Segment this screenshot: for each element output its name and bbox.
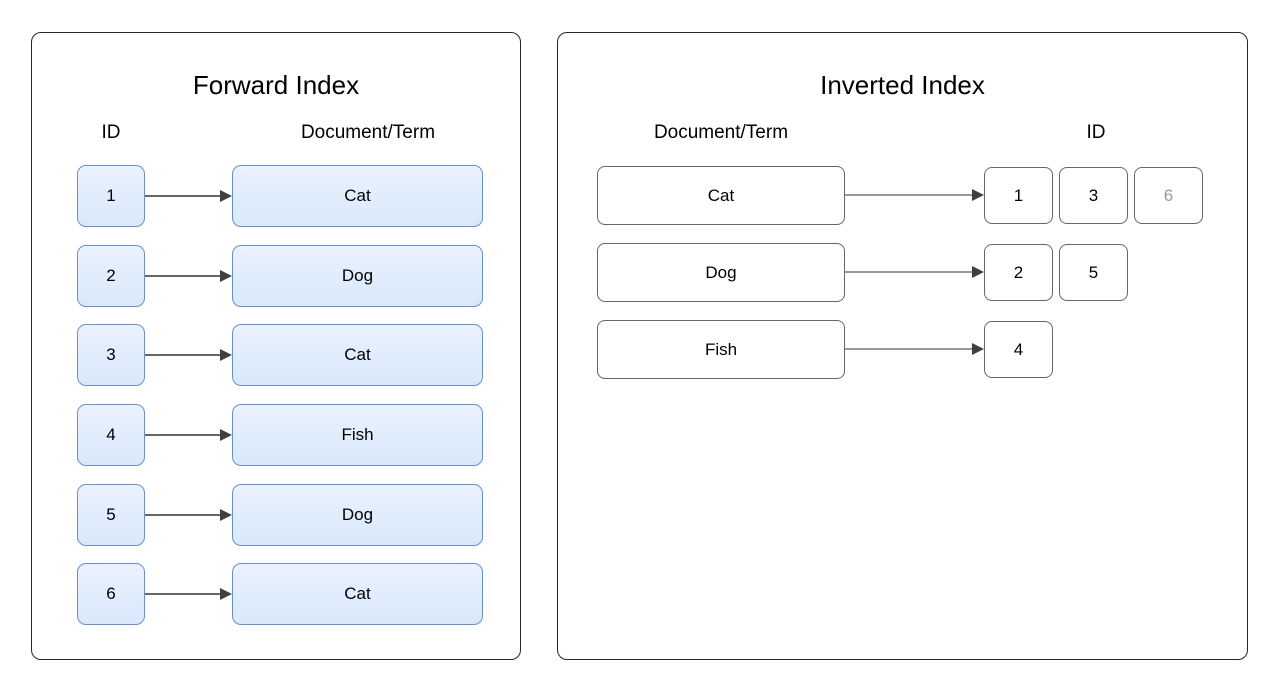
arrow-head-icon [220, 429, 232, 441]
arrow-line [145, 514, 221, 516]
arrow-head-icon [220, 509, 232, 521]
forward-row: 3 Cat [32, 324, 520, 386]
arrow-line [845, 271, 973, 273]
arrow-head-icon [972, 266, 984, 278]
arrow-head-icon [972, 189, 984, 201]
arrow-line [145, 275, 221, 277]
forward-row: 1 Cat [32, 165, 520, 227]
forward-row: 6 Cat [32, 563, 520, 625]
arrow-head-icon [220, 270, 232, 282]
arrow-line [145, 593, 221, 595]
id-box: 6 [77, 563, 145, 625]
forward-row: 4 Fish [32, 404, 520, 466]
inverted-index-title: Inverted Index [820, 70, 985, 100]
arrow-head-icon [220, 190, 232, 202]
arrow-line [145, 195, 221, 197]
id-box: 5 [1059, 244, 1128, 301]
term-box: Cat [232, 165, 483, 227]
id-box: 2 [984, 244, 1053, 301]
inverted-id-column-header: ID [1086, 122, 1106, 143]
forward-row: 5 Dog [32, 484, 520, 546]
id-box: 5 [77, 484, 145, 546]
id-box: 3 [77, 324, 145, 386]
forward-index-panel: Forward Index ID Document/Term 1 Cat 2 D… [31, 32, 521, 660]
arrow-head-icon [220, 588, 232, 600]
term-box: Dog [232, 245, 483, 307]
inverted-index-panel: Inverted Index Document/Term ID Cat 1 3 … [557, 32, 1248, 660]
inverted-term-column-header: Document/Term [653, 122, 789, 143]
term-box: Fish [597, 320, 845, 379]
id-box: 2 [77, 245, 145, 307]
inverted-row: Dog 2 5 [558, 243, 1247, 302]
arrow-head-icon [972, 343, 984, 355]
id-box: 1 [77, 165, 145, 227]
forward-row: 2 Dog [32, 245, 520, 307]
term-box: Cat [597, 166, 845, 225]
forward-term-column-header: Document/Term [300, 122, 436, 143]
arrow-line [845, 194, 973, 196]
id-box: 3 [1059, 167, 1128, 224]
arrow-head-icon [220, 349, 232, 361]
term-box: Dog [232, 484, 483, 546]
inverted-row: Fish 4 [558, 320, 1247, 379]
id-box: 4 [77, 404, 145, 466]
term-box: Dog [597, 243, 845, 302]
id-box: 1 [984, 167, 1053, 224]
term-box: Fish [232, 404, 483, 466]
arrow-line [145, 434, 221, 436]
forward-id-column-header: ID [101, 122, 121, 143]
arrow-line [145, 354, 221, 356]
arrow-line [845, 348, 973, 350]
term-box: Cat [232, 563, 483, 625]
forward-index-title: Forward Index [192, 70, 360, 100]
id-box: 4 [984, 321, 1053, 378]
inverted-row: Cat 1 3 6 [558, 166, 1247, 225]
id-box-muted: 6 [1134, 167, 1203, 224]
term-box: Cat [232, 324, 483, 386]
